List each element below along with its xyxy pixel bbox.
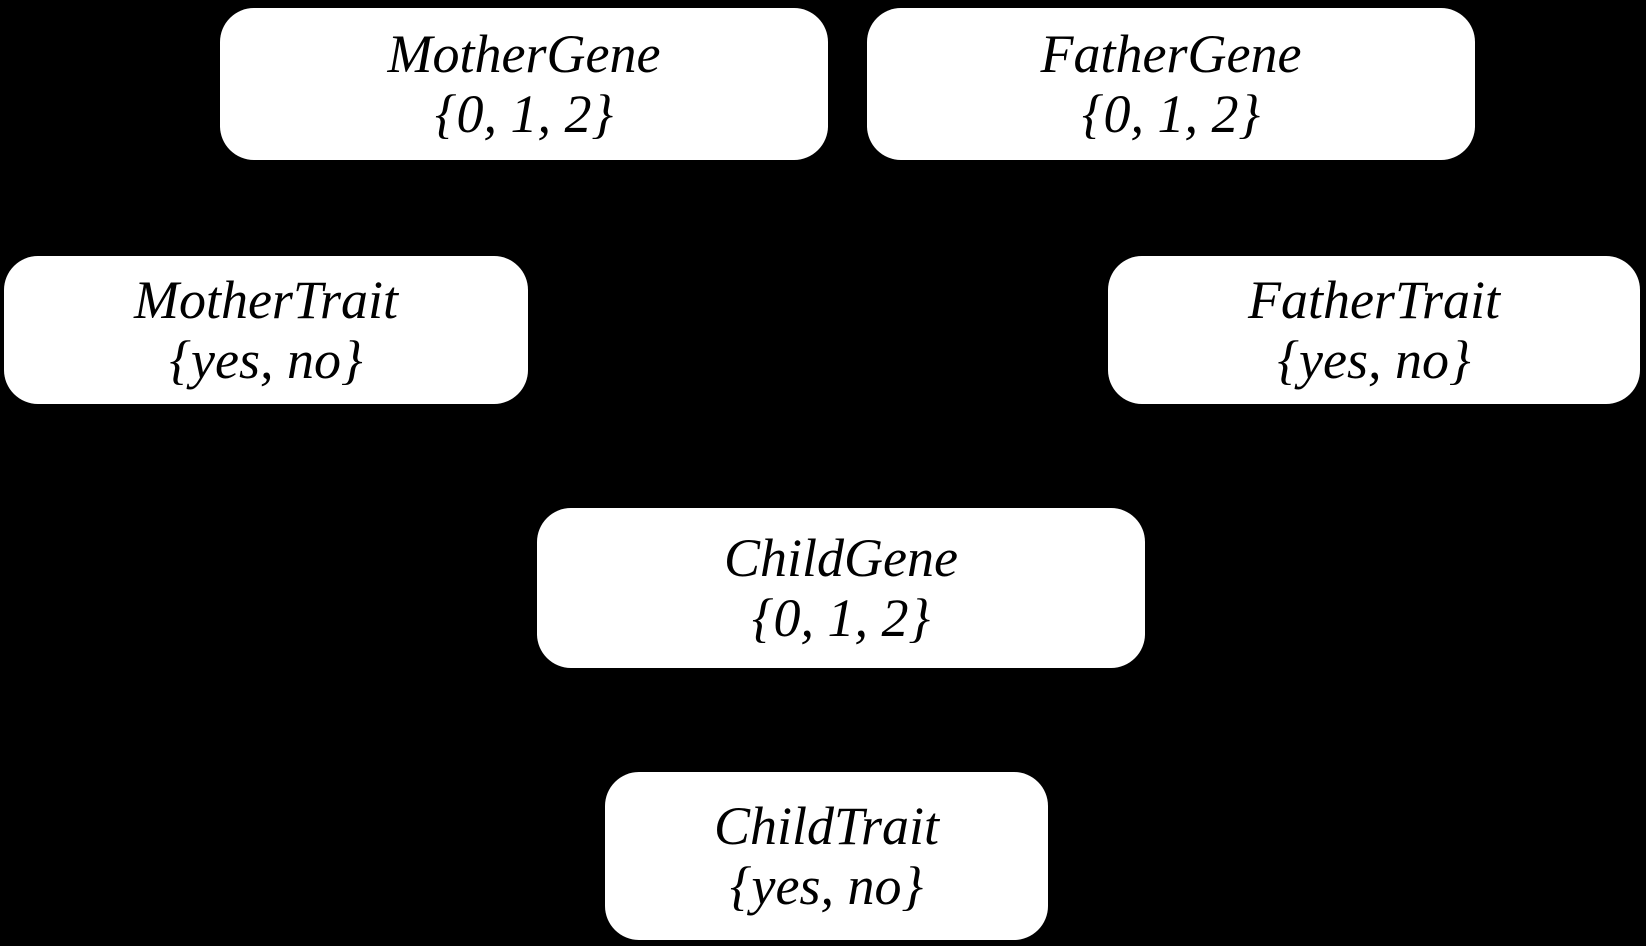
node-title: ChildGene [724,527,958,588]
node-title: ChildTrait [713,795,940,856]
node-title: FatherGene [1040,23,1302,84]
node-mother-gene[interactable]: MotherGene {0, 1, 2} [220,8,828,160]
node-child-gene[interactable]: ChildGene {0, 1, 2} [537,508,1145,668]
node-domain: {yes, no} [169,330,363,390]
node-title: MotherTrait [133,269,399,330]
node-mother-trait[interactable]: MotherTrait {yes, no} [4,256,528,404]
node-domain: {yes, no} [729,856,924,916]
node-domain: {0, 1, 2} [751,588,931,648]
node-domain: {0, 1, 2} [1081,84,1261,144]
node-child-trait[interactable]: ChildTrait {yes, no} [605,772,1048,940]
node-father-trait[interactable]: FatherTrait {yes, no} [1108,256,1640,404]
node-domain: {0, 1, 2} [434,84,614,144]
node-father-gene[interactable]: FatherGene {0, 1, 2} [867,8,1475,160]
node-title: MotherGene [387,23,661,84]
node-title: FatherTrait [1247,269,1501,330]
node-domain: {yes, no} [1277,330,1471,390]
